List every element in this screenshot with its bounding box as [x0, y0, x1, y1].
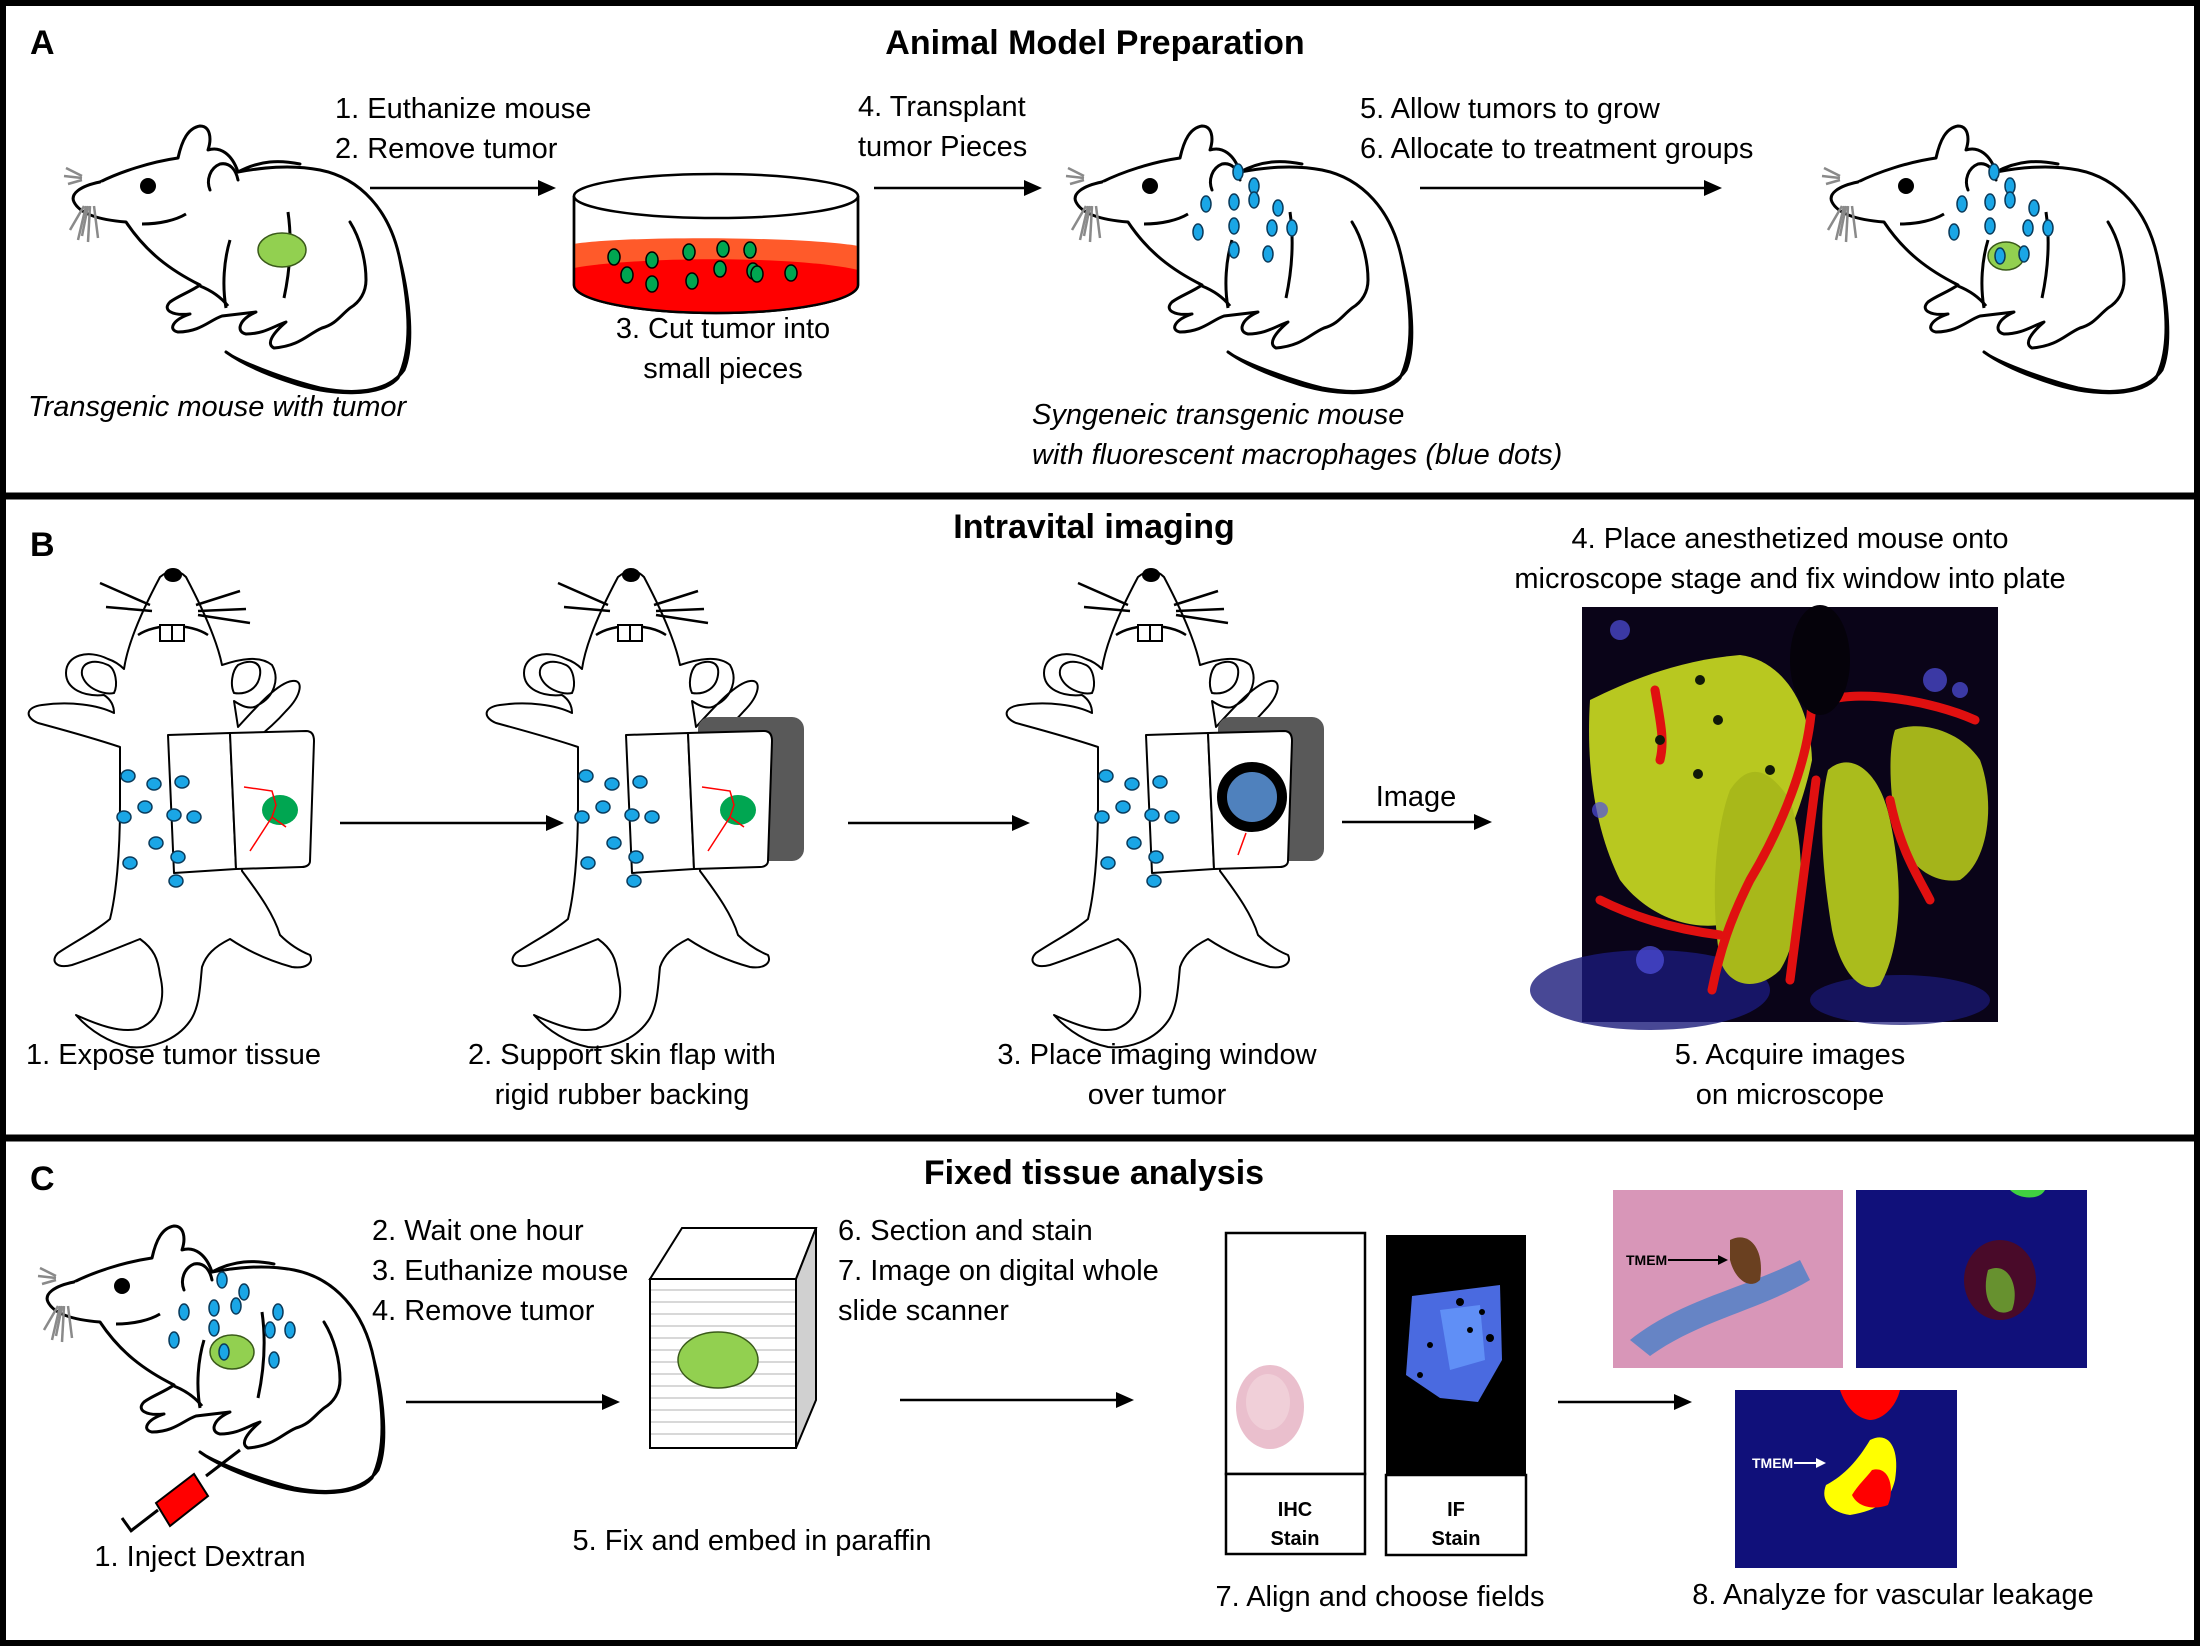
- panel-b-letter: B: [30, 526, 55, 564]
- arrow-a3: [1420, 180, 1722, 196]
- imaging-window-mouse: [1005, 566, 1324, 1049]
- b-step-3-line2: over tumor: [1088, 1079, 1227, 1111]
- a-step-2: 2. Remove tumor: [335, 133, 558, 165]
- if-label-line2: Stain: [1432, 1528, 1481, 1550]
- c-step-2: 2. Wait one hour: [372, 1215, 584, 1247]
- a-step-4-line2: tumor Pieces: [858, 131, 1027, 163]
- b-step-5-line2: on microscope: [1696, 1079, 1885, 1111]
- dextran-injected-mouse: [36, 1224, 386, 1495]
- a-step-1: 1. Euthanize mouse: [335, 93, 591, 125]
- ihc-tmem-label: TMEM: [1626, 1252, 1667, 1268]
- petri-dish-illustration: [572, 172, 860, 315]
- c-step-5: 5. Fix and embed in paraffin: [573, 1525, 932, 1557]
- panel-c-title: Fixed tissue analysis: [924, 1154, 1264, 1192]
- ihc-field-image: TMEM: [1613, 1190, 1843, 1368]
- panel-c: C Fixed tissue analysis 1. Inject Dextra…: [30, 1154, 2094, 1613]
- a-step-3-line2: small pieces: [643, 353, 803, 385]
- c-step-7a-line1: 7. Image on digital whole: [838, 1255, 1159, 1287]
- b-step-3-line1: 3. Place imaging window: [997, 1039, 1317, 1071]
- a-step-5: 5. Allow tumors to grow: [1360, 93, 1661, 125]
- c-step-6: 6. Section and stain: [838, 1215, 1093, 1247]
- donor-mouse-illustration: [62, 124, 412, 395]
- syringe-icon: [120, 1448, 241, 1533]
- panel-c-letter: C: [30, 1160, 55, 1198]
- a-step-3-line1: 3. Cut tumor into: [616, 313, 830, 345]
- panel-a: A Animal Model Preparation Transgenic mo…: [28, 24, 2170, 471]
- recipient-caption-line2: with fluorescent macrophages (blue dots): [1032, 439, 1562, 471]
- arrow-c1: [406, 1394, 620, 1410]
- b-step-5-line1: 5. Acquire images: [1675, 1039, 1906, 1071]
- exposed-tumor-mouse: [27, 566, 315, 1049]
- arrow-a1: [370, 180, 556, 196]
- c-step-7b: 7. Align and choose fields: [1216, 1581, 1545, 1613]
- panel-a-letter: A: [30, 24, 55, 62]
- arrow-b3: [1342, 814, 1492, 830]
- paraffin-block-illustration: [648, 1227, 818, 1449]
- vascular-leakage-analysis-image: TMEM: [1735, 1390, 1957, 1568]
- b-step-4-line1: 4. Place anesthetized mouse onto: [1572, 523, 2009, 555]
- leakage-tmem-label: TMEM: [1752, 1455, 1793, 1471]
- donor-mouse-caption: Transgenic mouse with tumor: [28, 391, 408, 423]
- c-step-1: 1. Inject Dextran: [94, 1541, 305, 1573]
- recipient-caption-line1: Syngeneic transgenic mouse: [1032, 399, 1404, 431]
- macrophage-dots: [1192, 163, 1298, 263]
- if-label-line1: IF: [1447, 1499, 1465, 1521]
- a-step-4-line1: 4. Transplant: [858, 91, 1026, 123]
- c-step-3: 3. Euthanize mouse: [372, 1255, 628, 1287]
- skin-flap-support-mouse: [485, 566, 804, 1049]
- c-step-8: 8. Analyze for vascular leakage: [1692, 1579, 2093, 1611]
- tumor-bearing-recipient-illustration: [1820, 124, 2170, 395]
- arrow-b2: [848, 815, 1030, 831]
- image-arrow-label: Image: [1376, 781, 1457, 813]
- c-step-7a-line2: slide scanner: [838, 1295, 1009, 1327]
- if-field-image: [1856, 1190, 2087, 1368]
- panel-b-title: Intravital imaging: [953, 508, 1235, 546]
- ihc-slide: IHC Stain: [1224, 1231, 1367, 1556]
- donor-tumor: [257, 232, 307, 268]
- arrow-c2: [900, 1392, 1134, 1408]
- panel-a-title: Animal Model Preparation: [885, 24, 1304, 62]
- b-step-1: 1. Expose tumor tissue: [26, 1039, 321, 1071]
- intravital-microscopy-image: [1530, 605, 1998, 1030]
- arrow-c3: [1558, 1394, 1692, 1410]
- a-step-6: 6. Allocate to treatment groups: [1360, 133, 1753, 165]
- imaging-window: [1217, 762, 1287, 832]
- ihc-label-line2: Stain: [1271, 1528, 1320, 1550]
- recipient-mouse-illustration: [1064, 124, 1414, 395]
- b-step-4-line2: microscope stage and fix window into pla…: [1514, 563, 2065, 595]
- b-step-2-line1: 2. Support skin flap with: [468, 1039, 776, 1071]
- b-step-2-line2: rigid rubber backing: [495, 1079, 750, 1111]
- panel-b: B Intravital imaging 1. Expose tumor tis…: [26, 508, 2066, 1111]
- arrow-a2: [874, 180, 1042, 196]
- arrow-b1: [340, 815, 564, 831]
- c-step-4: 4. Remove tumor: [372, 1295, 595, 1327]
- ihc-label-line1: IHC: [1278, 1499, 1312, 1521]
- if-slide: IF Stain: [1384, 1235, 1528, 1557]
